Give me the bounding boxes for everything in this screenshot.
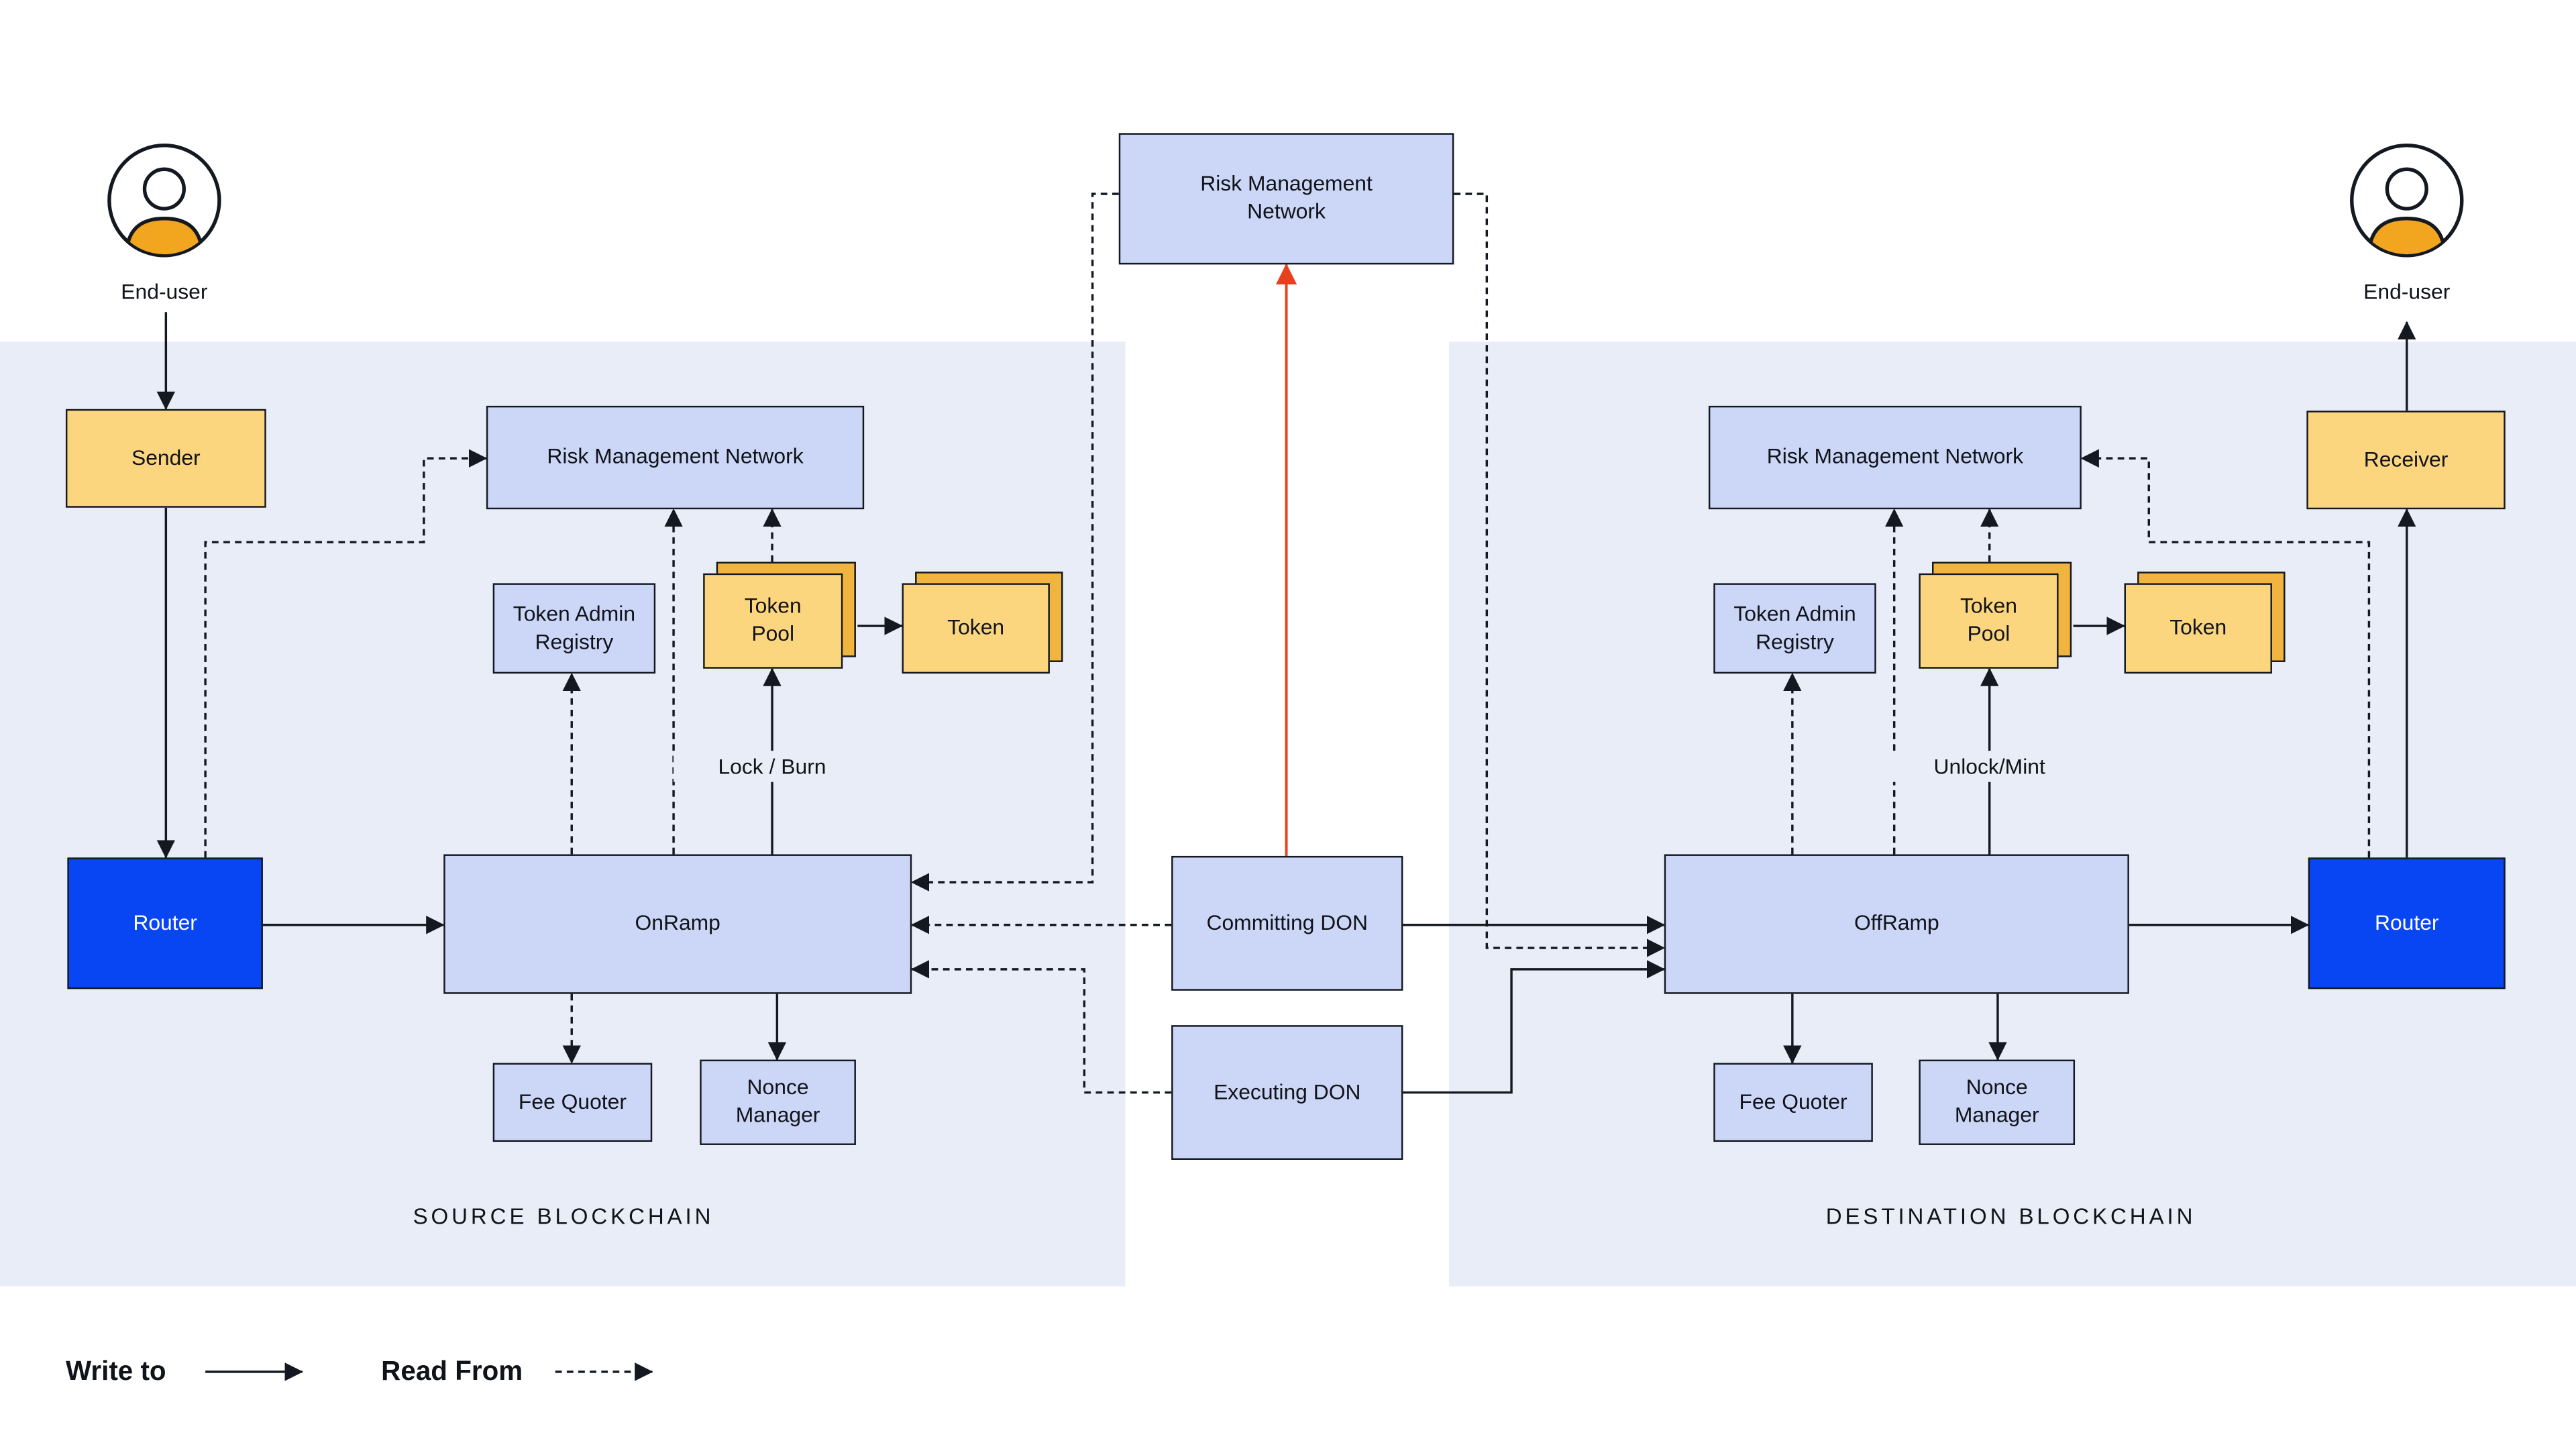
risk-management-network-top: Risk Management Network <box>1118 133 1454 265</box>
token-admin-registry-destination: Token Admin Registry <box>1713 583 1876 674</box>
legend-write-to-label: Write to <box>65 1356 166 1387</box>
end-user-label-left: End-user <box>121 279 208 305</box>
arrow-rmn-reads-offramp <box>1454 193 1666 957</box>
arrow-rmn-reads-onramp <box>910 193 1119 892</box>
token-destination-label: Token <box>2124 583 2272 674</box>
risk-management-network-source: Risk Management Network <box>486 405 865 510</box>
token-pool-source-label: Token Pool <box>703 573 843 669</box>
committing-don-node: Committing DON <box>1171 855 1403 991</box>
arrow-router-reads-rmn-source <box>204 449 488 858</box>
arrow-executingdon-to-offramp <box>1403 960 1666 1094</box>
router-source: Router <box>67 857 263 989</box>
fee-quoter-source: Fee Quoter <box>492 1063 653 1142</box>
token-destination: Token <box>2124 572 2286 674</box>
risk-management-network-destination: Risk Management Network <box>1708 405 2082 510</box>
offramp-node: OffRamp <box>1664 854 2129 994</box>
end-user-icon-left <box>105 142 223 260</box>
token-pool-destination-label: Token Pool <box>1919 573 2059 669</box>
fee-quoter-destination: Fee Quoter <box>1713 1063 1873 1142</box>
token-source-label: Token <box>902 583 1050 674</box>
nonce-manager-destination: Nonce Manager <box>1919 1059 2076 1145</box>
token-source: Token <box>902 572 1063 674</box>
executing-don-node: Executing DON <box>1171 1025 1403 1160</box>
destination-blockchain-title: DESTINATION BLOCKCHAIN <box>1825 1204 2196 1229</box>
unlock-mint-label: Unlock/Mint <box>1890 751 2088 782</box>
arrow-executingdon-reads-onramp <box>910 960 1172 1094</box>
source-blockchain-title: SOURCE BLOCKCHAIN <box>413 1204 714 1229</box>
token-pool-source: Token Pool <box>703 561 856 669</box>
nonce-manager-source: Nonce Manager <box>700 1059 856 1145</box>
router-destination: Router <box>2308 857 2506 989</box>
onramp-node: OnRamp <box>443 854 912 994</box>
end-user-label-right: End-user <box>2363 279 2451 305</box>
token-admin-registry-source: Token Admin Registry <box>492 583 656 674</box>
legend-read-from-label: Read From <box>381 1356 523 1387</box>
lock-burn-label: Lock / Burn <box>674 751 871 782</box>
receiver-node: Receiver <box>2306 411 2506 510</box>
token-pool-destination: Token Pool <box>1919 561 2072 669</box>
end-user-icon-right <box>2348 142 2466 260</box>
sender-node: Sender <box>65 409 266 508</box>
